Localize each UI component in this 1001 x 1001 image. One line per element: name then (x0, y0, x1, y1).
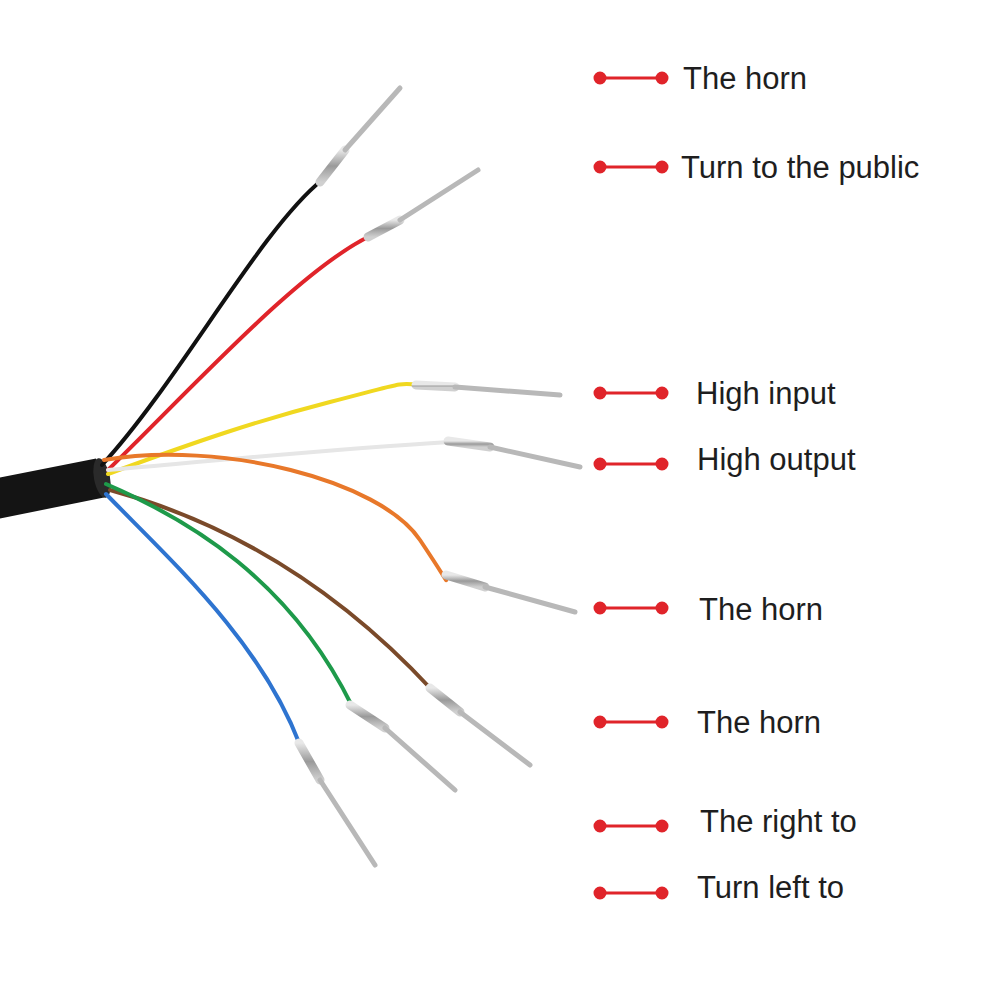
wire-function-label: The horn (683, 63, 807, 94)
wire-function-label: High input (696, 378, 836, 409)
wire-function-label: High output (697, 444, 856, 475)
wires (102, 180, 450, 745)
label-markers (595, 73, 667, 898)
cable-jacket (0, 478, 100, 500)
crimp-terminals (299, 88, 580, 865)
wire-function-label: The right to (700, 806, 857, 837)
wire-function-label: Turn left to (697, 872, 844, 903)
wire-function-label: The horn (697, 707, 821, 738)
wire-function-label: The horn (699, 594, 823, 625)
wire-function-label: Turn to the public (681, 152, 919, 183)
